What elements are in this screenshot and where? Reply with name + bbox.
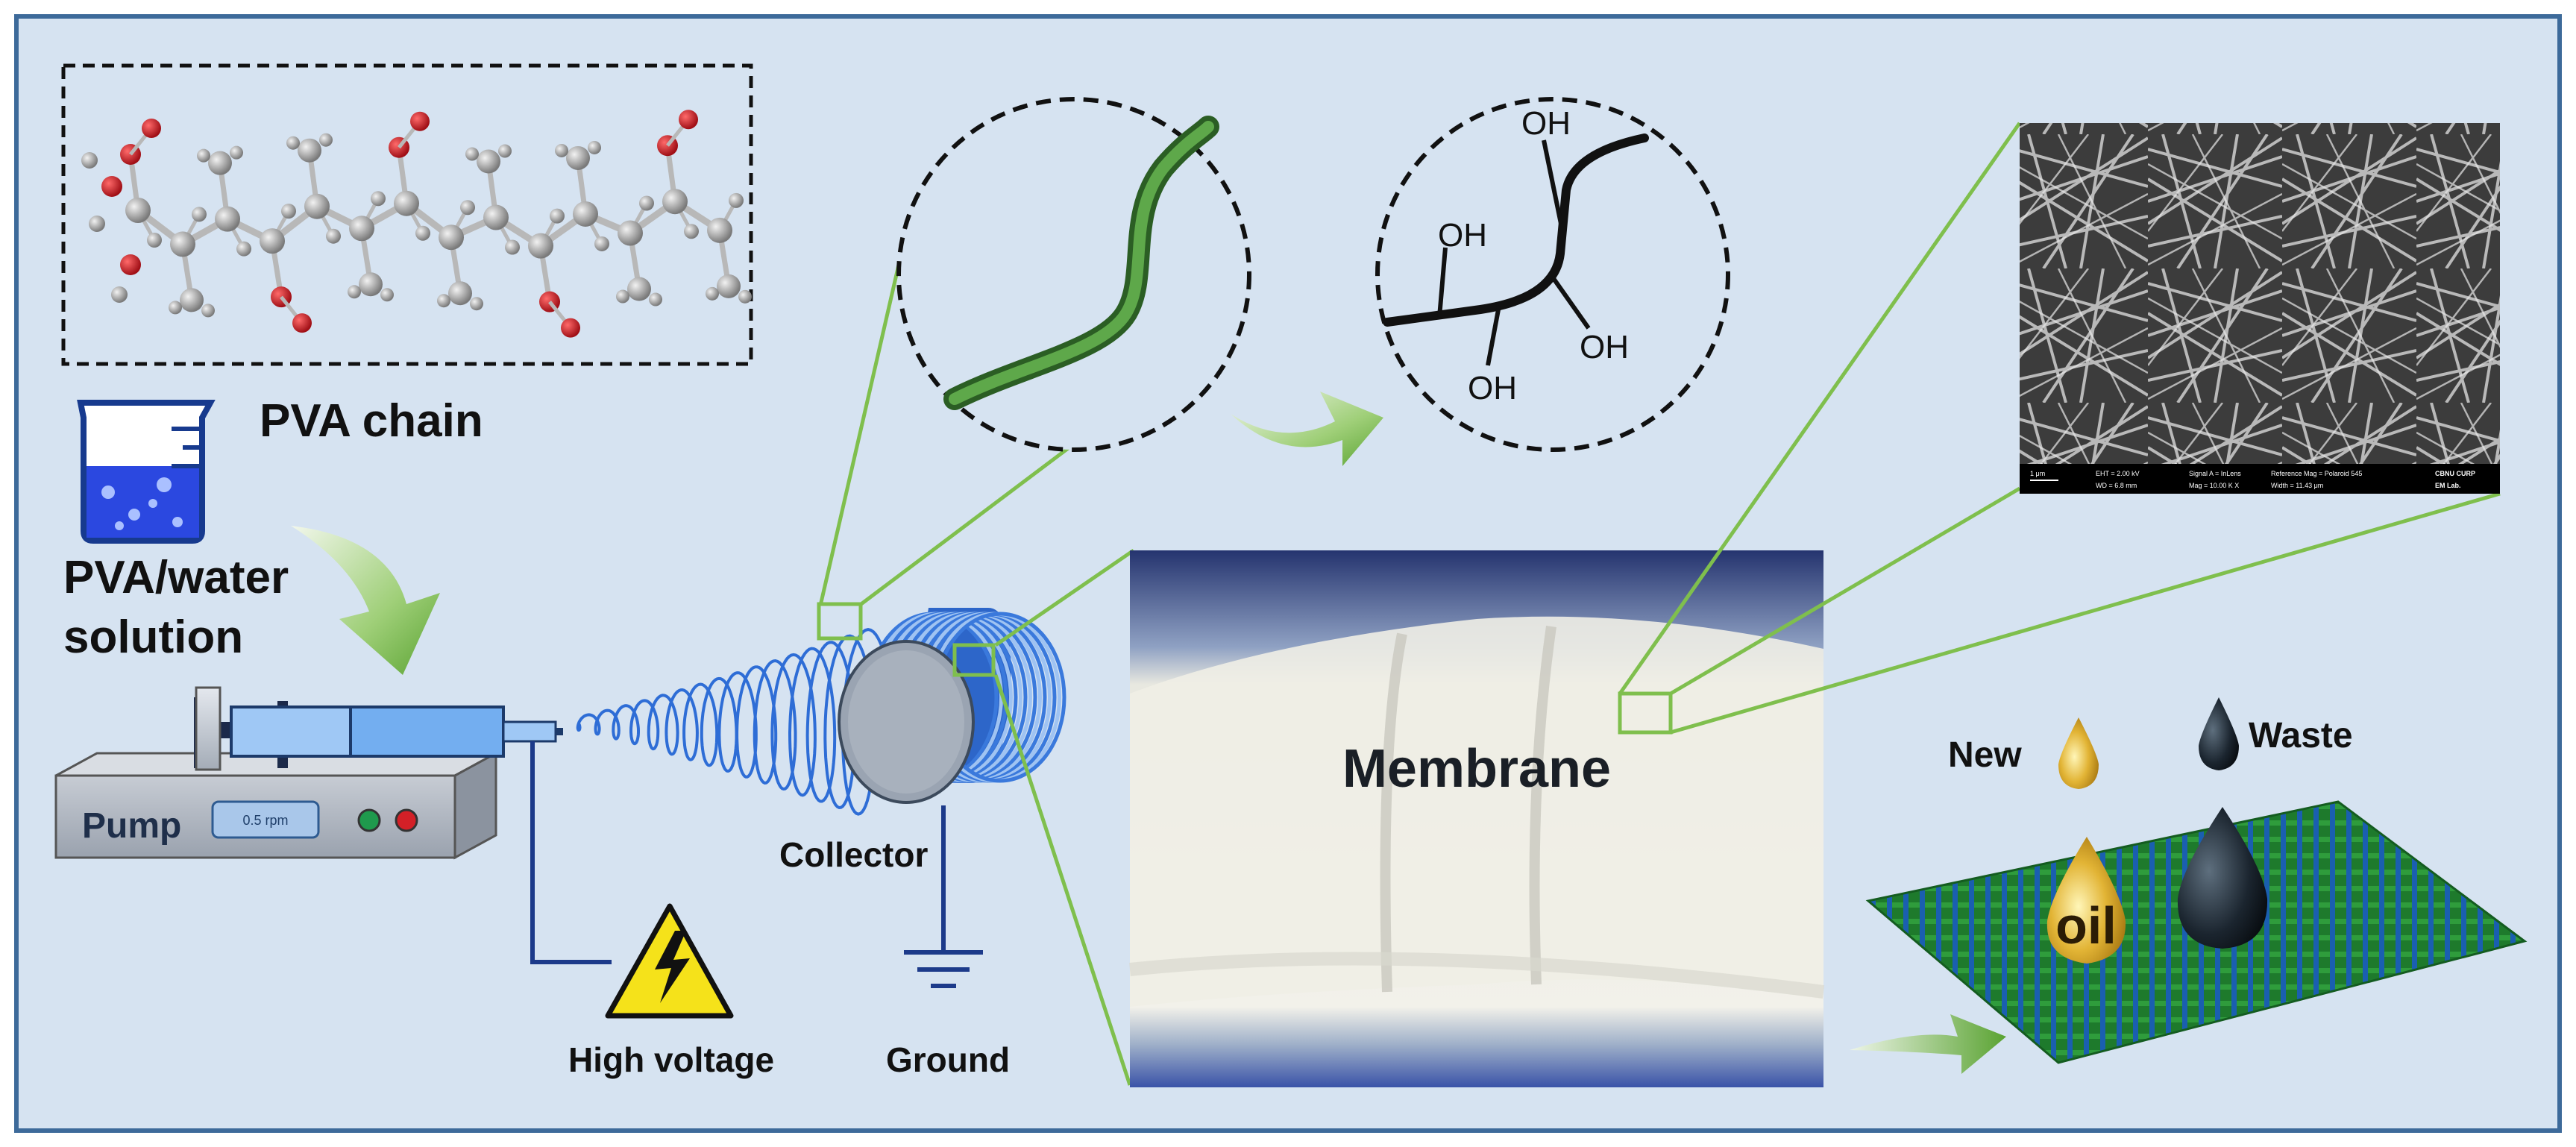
solution-label-line1: PVA/water: [63, 552, 289, 603]
sem-image: 1 μm EHT = 2.00 kV WD = 6.8 mm Signal A …: [2020, 123, 2500, 494]
chemical-structure-circle: OH OH OH OH: [1375, 97, 1730, 452]
beaker-icon: [77, 400, 216, 544]
solution-label-line2: solution: [63, 612, 243, 663]
new-label: New: [1948, 735, 2022, 775]
pump-label: Pump: [82, 806, 181, 846]
pva-chain-label: PVA chain: [260, 395, 483, 447]
membrane-label: Membrane: [1342, 739, 1611, 799]
oil-drop-large-icon: [2046, 837, 2126, 964]
membrane-photo: [1129, 550, 1825, 1087]
sem-reference: Reference Mag = Polaroid 545: [2271, 470, 2362, 477]
sem-signal: Signal A = InLens: [2189, 470, 2241, 477]
zoom-line-sem: [1618, 122, 2501, 735]
pump-display: [211, 800, 320, 839]
hydroxyl-label-4: OH: [1468, 370, 1517, 406]
fiber-zoom-circle: [896, 97, 1251, 452]
zoom-line-membrane: [993, 548, 1135, 1086]
membrane-callout-box: [1618, 691, 1673, 735]
flow-arrow-3: [1850, 1014, 2006, 1074]
spiral-callout-box: [817, 602, 863, 641]
sem-wd: WD = 6.8 mm: [2096, 482, 2137, 489]
pva-molecule-model: [81, 110, 752, 338]
waste-drop-large-icon: [2177, 807, 2268, 949]
sem-lab-1: CBNU CURP: [2435, 470, 2475, 477]
sem-eht: EHT = 2.00 kV: [2096, 470, 2140, 477]
sem-width: Width = 11.43 μm: [2271, 482, 2323, 489]
high-voltage-icon: [605, 903, 734, 1019]
high-voltage-wire: [530, 741, 612, 964]
ground-icon: [904, 805, 983, 988]
sem-mag: Mag = 10.00 K X: [2189, 482, 2239, 489]
pump-red-button[interactable]: [395, 808, 418, 832]
flow-arrow-1: [291, 526, 440, 675]
collector-drum: [838, 608, 1066, 804]
hydroxyl-label-1: OH: [1521, 105, 1571, 142]
hydroxyl-label-2: OH: [1438, 217, 1487, 254]
high-voltage-label: High voltage: [568, 1040, 774, 1079]
fiber-jet-spiral: [576, 628, 895, 816]
drum-callout-box: [952, 643, 996, 677]
sem-scale: 1 μm: [2030, 470, 2045, 477]
collector-label: Collector: [779, 835, 928, 874]
pump-display-text: 0.5 rpm: [242, 813, 288, 828]
pump-green-button[interactable]: [357, 808, 381, 832]
pva-molecule-box: [61, 63, 753, 366]
sem-lab-2: EM Lab.: [2435, 482, 2461, 489]
new-oil-drop-icon: [2058, 717, 2099, 789]
oil-label: oil: [2055, 896, 2117, 955]
ground-label: Ground: [886, 1040, 1010, 1079]
waste-label: Waste: [2249, 716, 2353, 755]
waste-oil-drop-icon: [2199, 697, 2239, 770]
hydroxyl-label-3: OH: [1580, 329, 1629, 365]
syringe-pump: [54, 686, 563, 860]
flow-arrow-2: [1231, 392, 1383, 466]
